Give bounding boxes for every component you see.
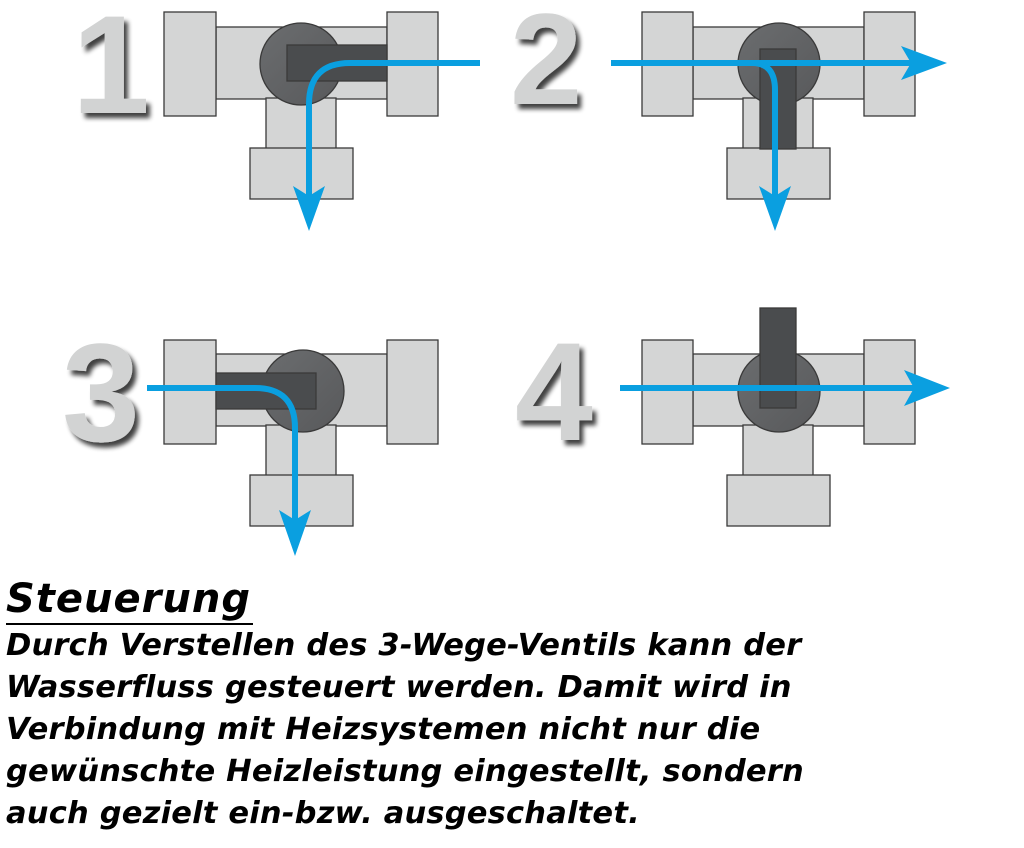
position-number-4: 4	[515, 313, 593, 470]
valve-position-2: 2	[510, 0, 947, 231]
flow-arrow	[293, 60, 480, 231]
flow-arrow	[147, 385, 311, 556]
three-way-valve-diagram: 1 2	[62, 0, 950, 556]
valve-position-4: 4	[515, 307, 950, 527]
flow-arrow	[611, 46, 947, 231]
valve-body	[641, 11, 916, 200]
section-title: Steuerung	[6, 575, 253, 625]
description-paragraph: Durch Verstellen des 3-Wege-Ventils kann…	[6, 628, 804, 831]
flow-arrow	[620, 370, 950, 406]
description-section: Steuerung Durch Verstellen des 3-Wege-Ve…	[6, 575, 1024, 835]
valve-position-1: 1	[72, 0, 480, 231]
valve-body	[163, 339, 439, 527]
valve-position-3: 3	[62, 314, 439, 556]
position-number-1: 1	[72, 0, 150, 143]
position-number-2: 2	[510, 0, 582, 132]
valve-body	[163, 11, 439, 200]
valve-body	[641, 307, 916, 527]
position-number-3: 3	[62, 314, 140, 471]
